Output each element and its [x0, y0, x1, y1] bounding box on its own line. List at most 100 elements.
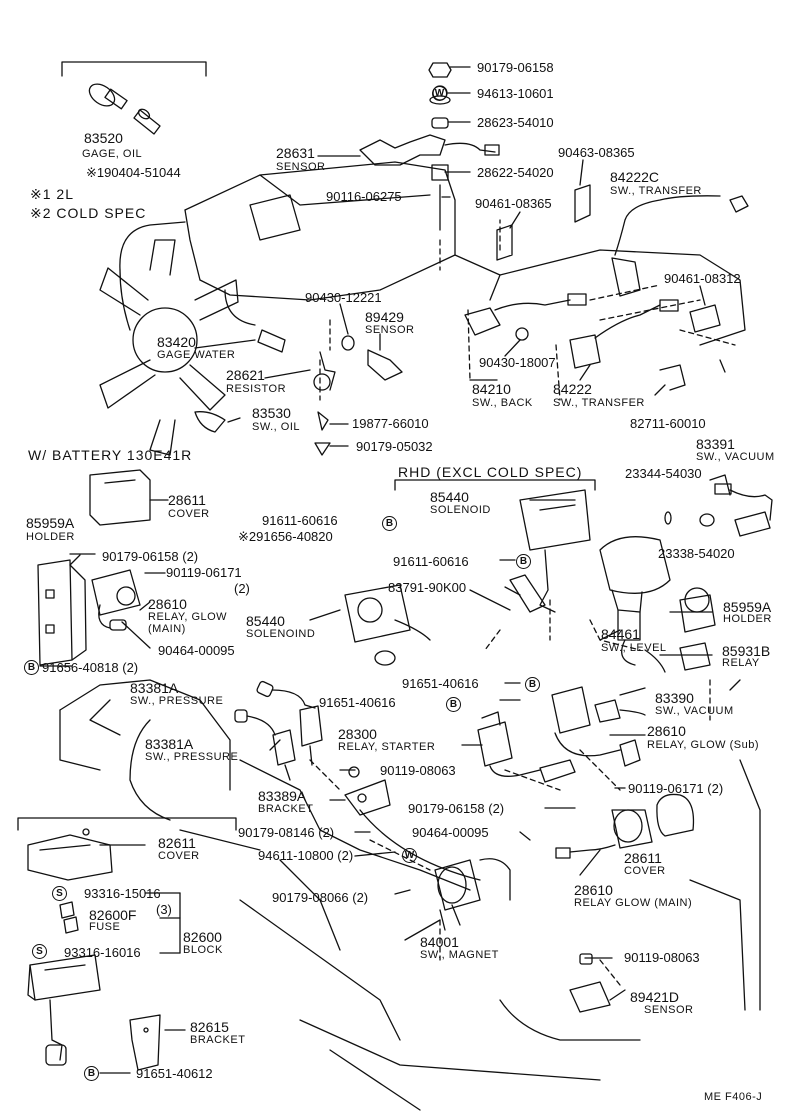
- part-28611-bottom-desc: COVER: [624, 865, 666, 877]
- part-82600: 82600: [183, 929, 222, 945]
- part-28610-main: 28610: [148, 596, 187, 612]
- sensor-28631-icon: [359, 62, 500, 231]
- part-83381a-a-desc: SW., PRESSURE: [130, 695, 224, 707]
- part-91611-a: 91611-60616: [262, 513, 338, 528]
- water-gage-sensors-icon: [194, 329, 403, 456]
- battery-section-title: W/ BATTERY 130E41R: [28, 447, 193, 463]
- part-84222: 84222: [553, 381, 592, 397]
- part-83390-desc: SW., VACUUM: [655, 705, 734, 717]
- part-82615-desc: BRACKET: [190, 1034, 246, 1046]
- part-93316-16016: 93316-16016: [64, 945, 141, 960]
- relay-glow-main-bottom-icon: [555, 809, 653, 859]
- part-90179-06158-2: 90179-06158 (2): [102, 549, 199, 564]
- part-28631: 28631: [276, 145, 315, 161]
- part-90179-06158-3: 90179-06158 (2): [408, 801, 505, 816]
- part-89429-desc: SENSOR: [365, 324, 415, 336]
- cover-28611-top-icon: [89, 469, 151, 526]
- b-symbol-icon: B: [24, 660, 39, 675]
- part-85959a-right-desc: HOLDER: [723, 613, 772, 625]
- part-84222c-desc: SW., TRANSFER: [610, 185, 702, 197]
- lower-dashed-leaders: [309, 599, 711, 986]
- part-90119-06171-l: 90119-06171: [166, 565, 242, 580]
- transfer-switch-84222c-icon: [496, 184, 749, 333]
- part-89421d: 89421D: [630, 989, 680, 1005]
- part-82615: 82615: [190, 1019, 229, 1035]
- engine-block-outline: [119, 161, 746, 346]
- part-90464-b: 90464-00095: [412, 825, 489, 840]
- part-91651-40616-a: 91651-40616: [402, 676, 479, 691]
- part-85440-top: 85440: [430, 489, 469, 505]
- part-83390: 83390: [655, 690, 694, 706]
- part-94611: 94611-10800 (2): [258, 848, 354, 863]
- part-85959a-left: 85959A: [26, 515, 75, 531]
- note-1: ※1 2L: [30, 186, 74, 202]
- b-symbol-icon: B: [84, 1066, 99, 1081]
- vacuum-switch-83390-icon: [594, 699, 646, 723]
- part-90461-08365: 90461-08365: [475, 196, 552, 211]
- oil-gage-group-bracket: [61, 61, 207, 77]
- part-89429: 89429: [365, 309, 404, 325]
- back-switch-84210-icon: [464, 293, 686, 391]
- part-83420-desc: GAGE WATER: [157, 349, 236, 361]
- sensor-89421d-icon: [569, 953, 611, 1013]
- magnet-switch-84001-icon: [434, 858, 511, 931]
- part-28621-desc: RESISTOR: [226, 383, 287, 395]
- fuse-block-cover-icon: [27, 828, 113, 881]
- part-28610-c-desc: RELAY GLOW (MAIN): [574, 897, 693, 909]
- rhd-solenoid-icon: [509, 489, 591, 613]
- part-28611-top-desc: COVER: [168, 508, 210, 520]
- part-28610-sub-desc: RELAY, GLOW (Sub): [647, 739, 760, 751]
- part-90119-08063-b: 90119-08063: [624, 950, 700, 965]
- part-190404: ※190404-51044: [86, 165, 181, 180]
- part-85959a-left-desc: HOLDER: [26, 531, 75, 543]
- part-28610-main-desc1: RELAY, GLOW: [148, 611, 228, 623]
- part-23338: 23338-54020: [658, 546, 735, 561]
- solenoid-85440-left-icon: [344, 584, 431, 666]
- leader-lines: [39, 66, 741, 1074]
- part-83391: 83391: [696, 436, 735, 452]
- part-90179-05032: 90179-05032: [356, 439, 433, 454]
- part-83791: 83791-90K00: [388, 580, 467, 595]
- fuse-icon: [59, 901, 79, 934]
- part-28300: 28300: [338, 726, 377, 742]
- part-83389a-desc: BRACKET: [258, 803, 314, 815]
- part-91656-40820: ※291656-40820: [238, 529, 333, 544]
- note-2: ※2 COLD SPEC: [30, 205, 147, 221]
- relay-glow-sub-icon: [551, 686, 641, 767]
- part-90461-08312: 90461-08312: [664, 271, 741, 286]
- part-91651-40612: 91651-40612: [136, 1066, 213, 1081]
- bracket-83389a-icon: [344, 766, 391, 816]
- part-82611: 82611: [158, 835, 196, 851]
- fan-icon: [99, 239, 239, 456]
- part-83530: 83530: [252, 405, 291, 421]
- oil-gage-icon: [88, 83, 161, 135]
- part-28610-c: 28610: [574, 882, 613, 898]
- s-symbol-icon: S: [32, 944, 47, 959]
- holder-85959a-right-icon: [679, 587, 716, 633]
- relay-glow-main-left-icon: [91, 569, 141, 631]
- part-90179-08066: 90179-08066 (2): [272, 890, 369, 905]
- part-82600f-desc: FUSE: [89, 921, 121, 933]
- part-90430-12221: 90430-12221: [305, 290, 382, 305]
- part-23344: 23344-54030: [625, 466, 702, 481]
- rhd-section-title: RHD (EXCL COLD SPEC): [398, 464, 583, 480]
- diagram-code: ME F406-J: [704, 1091, 763, 1103]
- part-91651-40616-b: 91651-40616: [319, 695, 396, 710]
- vacuum-switch-83391-icon: [664, 474, 773, 537]
- part-85440-left: 85440: [246, 613, 285, 629]
- part-28611-top: 28611: [168, 492, 206, 508]
- part-83381a-b-desc: SW., PRESSURE: [145, 751, 239, 763]
- upper-dashed-leaders: [319, 219, 736, 401]
- part-90119-06171-r: 90119-06171 (2): [628, 781, 724, 796]
- part-90430-18007: 90430-18007: [479, 355, 556, 370]
- part-82600-desc: BLOCK: [183, 944, 223, 956]
- part-82600f-qty: (3): [156, 902, 172, 917]
- part-84461-desc: SW., LEVEL: [601, 642, 667, 654]
- w-symbol-icon: W: [432, 86, 447, 101]
- relay-85931b-icon: [679, 642, 711, 671]
- part-83530-desc: SW., OIL: [252, 421, 301, 433]
- part-85931b: 85931B: [722, 643, 771, 659]
- b-symbol-icon: B: [382, 516, 397, 531]
- part-19877: 19877-66010: [352, 416, 429, 431]
